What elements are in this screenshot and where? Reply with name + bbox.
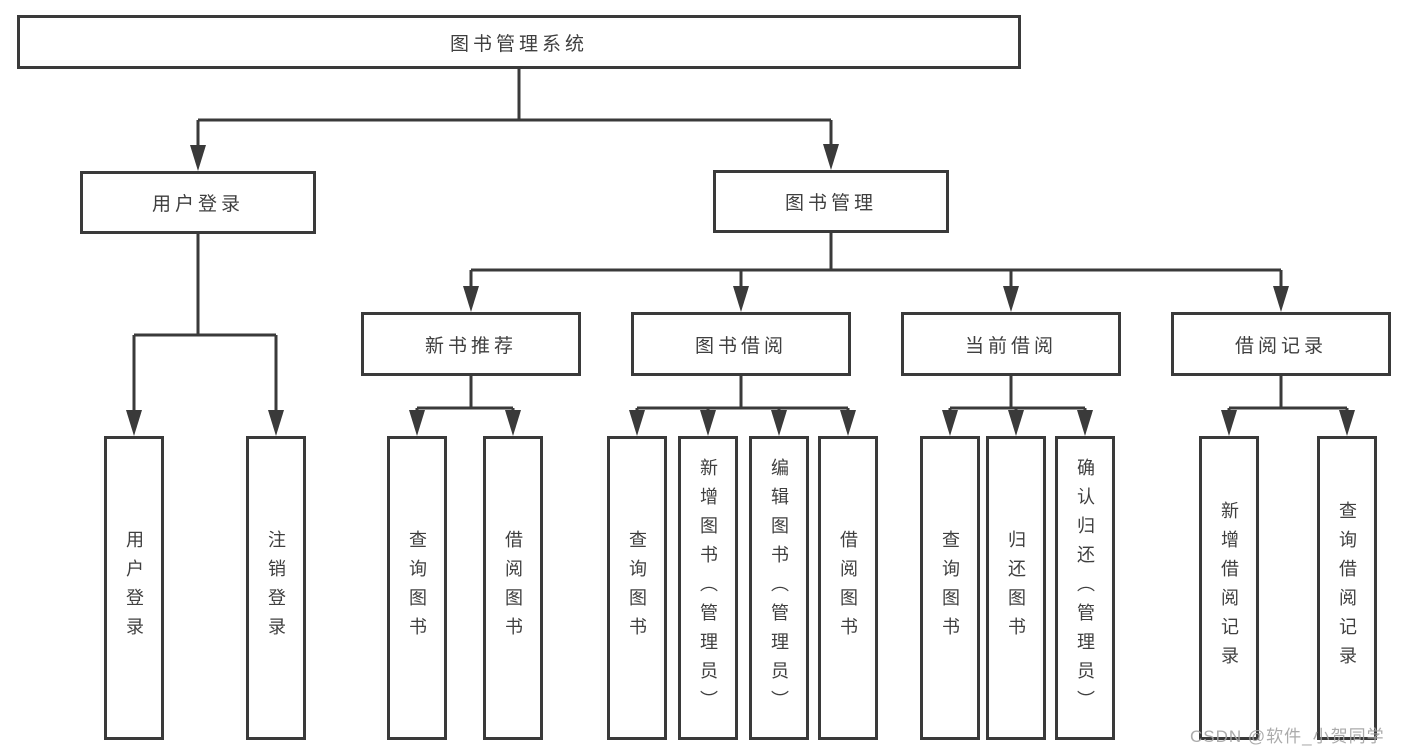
leaf-label: 新增借阅记录 bbox=[1219, 501, 1239, 675]
watermark: CSDN @软件_小贺同学 bbox=[1190, 727, 1385, 746]
leaf-add-borrow-record: 新增借阅记录 bbox=[1199, 436, 1259, 740]
leaf-label: 归还图书 bbox=[1006, 530, 1026, 646]
node-label: 借阅记录 bbox=[1234, 335, 1327, 357]
leaf-query-books-borrowing: 查询图书 bbox=[607, 436, 667, 740]
connector-book-borrowing-to-leaves bbox=[629, 376, 856, 436]
leaf-label: 确认归还（管理员） bbox=[1075, 457, 1095, 719]
leaf-add-books-admin: 新增图书（管理员） bbox=[678, 436, 738, 740]
node-book-management: 图书管理 bbox=[713, 170, 949, 233]
node-label: 新书推荐 bbox=[424, 335, 517, 357]
node-library-management-system: 图书管理系统 bbox=[17, 15, 1021, 69]
leaf-query-books-current: 查询图书 bbox=[920, 436, 980, 740]
leaf-edit-books-admin: 编辑图书（管理员） bbox=[749, 436, 809, 740]
leaf-user-login: 用户登录 bbox=[104, 436, 164, 740]
node-label: 图书借阅 bbox=[694, 335, 787, 357]
leaf-query-books-recommend: 查询图书 bbox=[387, 436, 447, 740]
node-borrowing-records: 借阅记录 bbox=[1171, 312, 1391, 376]
leaf-label: 查询图书 bbox=[627, 530, 647, 646]
leaf-logout-login: 注销登录 bbox=[246, 436, 306, 740]
connector-current-borrowing-to-leaves bbox=[942, 376, 1093, 436]
node-label: 用户登录 bbox=[151, 194, 244, 215]
leaf-borrow-books: 借阅图书 bbox=[818, 436, 878, 740]
leaf-label: 新增图书（管理员） bbox=[698, 457, 718, 719]
node-label: 当前借阅 bbox=[964, 335, 1057, 357]
leaf-borrow-books-recommend: 借阅图书 bbox=[483, 436, 543, 740]
leaf-query-borrow-record: 查询借阅记录 bbox=[1317, 436, 1377, 740]
leaf-label: 查询图书 bbox=[940, 530, 960, 646]
leaf-label: 查询借阅记录 bbox=[1337, 501, 1357, 675]
node-label: 图书管理系统 bbox=[449, 33, 588, 55]
leaf-label: 注销登录 bbox=[266, 530, 286, 646]
node-new-book-recommendation: 新书推荐 bbox=[361, 312, 581, 376]
leaf-label: 借阅图书 bbox=[838, 530, 858, 646]
leaf-label: 查询图书 bbox=[407, 530, 427, 646]
connector-root-to-level2 bbox=[190, 69, 839, 171]
connector-new-book-to-leaves bbox=[409, 376, 521, 436]
node-user-login: 用户登录 bbox=[80, 171, 316, 234]
connector-user-login-to-leaves bbox=[126, 234, 284, 436]
node-current-borrowing: 当前借阅 bbox=[901, 312, 1121, 376]
leaf-label: 用户登录 bbox=[124, 530, 144, 646]
connector-borrow-records-to-leaves bbox=[1221, 376, 1355, 436]
leaf-confirm-return-admin: 确认归还（管理员） bbox=[1055, 436, 1115, 740]
leaf-label: 编辑图书（管理员） bbox=[769, 457, 789, 719]
connector-book-mgmt-to-level3 bbox=[463, 233, 1289, 312]
node-book-borrowing: 图书借阅 bbox=[631, 312, 851, 376]
leaf-return-books: 归还图书 bbox=[986, 436, 1046, 740]
leaf-label: 借阅图书 bbox=[503, 530, 523, 646]
node-label: 图书管理 bbox=[784, 193, 877, 214]
